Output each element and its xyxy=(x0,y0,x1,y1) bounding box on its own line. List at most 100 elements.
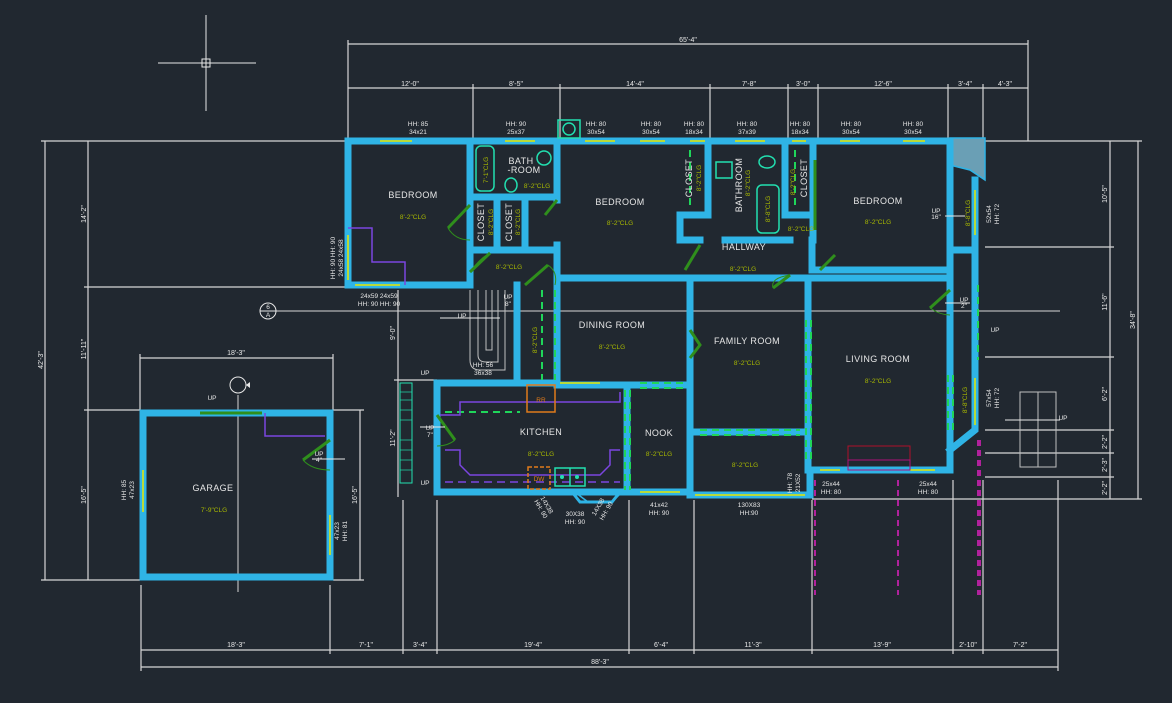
up-label: UP xyxy=(420,370,429,377)
window-tag-hh: HH: 80 xyxy=(737,121,758,128)
dimension-right: 10'-5" 11'-6" 6'-2" 2'-2" 2'-3" 2'-2" 34… xyxy=(812,140,1142,500)
dim-right-1: 10'-5" xyxy=(1102,185,1109,203)
room-bath-2: -ROOM xyxy=(508,165,541,175)
room-living: LIVING ROOM xyxy=(846,354,910,364)
dim-bottom-2: 7'-1" xyxy=(359,642,373,649)
dim-top-4: 7'-8" xyxy=(742,81,756,88)
windows xyxy=(347,140,976,496)
refrigerator-icon xyxy=(526,384,556,413)
window-tag-size: 57x54 xyxy=(986,389,993,407)
dim-right-3: 6'-2" xyxy=(1102,387,1109,401)
room-dining: DINING ROOM xyxy=(579,320,645,330)
room-kitchen: KITCHEN xyxy=(520,427,562,437)
window-tag-hh: HH: 85 xyxy=(121,480,128,501)
window-tag-hh: HH: 81 xyxy=(342,521,349,542)
dim-garage-depth: 16'-5" xyxy=(352,486,359,504)
dimension-top: 65'-4" 12'-0" 8'-5" 14'-4" 7'-8" 3'-0" 1… xyxy=(347,37,1029,141)
dim-bottom-1: 18'-3" xyxy=(227,642,245,649)
dim-right-4: 2'-2" xyxy=(1102,435,1109,449)
up-label: UP xyxy=(503,294,512,301)
window-tag-size: 30x54 xyxy=(642,129,660,136)
window-tag-size: 25x44 xyxy=(919,481,937,488)
elevation-marker-icon[interactable] xyxy=(229,376,250,394)
window-tag-line1: HH: 90 HH: 90 xyxy=(330,236,337,279)
window-tag-hh: HH: 90 xyxy=(565,519,586,526)
section-marker-icon[interactable]: 6 A xyxy=(259,302,277,320)
fireplace-hearth xyxy=(847,445,911,471)
rise-label: 2" xyxy=(961,303,968,310)
dim-bottom-overall: 88'-3" xyxy=(591,659,609,666)
dim-bottom-4: 19'-4" xyxy=(524,642,542,649)
dim-top-2: 8'-5" xyxy=(509,81,523,88)
section-marker-top: 6 xyxy=(266,304,270,311)
dim-left-3: 16'-5" xyxy=(81,486,88,504)
kitchen-counters: RR DW xyxy=(348,227,622,504)
rise-label: 4" xyxy=(316,457,323,464)
dim-left-1: 14'-2" xyxy=(81,205,88,223)
dim-stair-lower: 11'-2" xyxy=(390,429,397,447)
window-tag-hh: HH: 80 xyxy=(684,121,705,128)
dim-top-5: 3'-0" xyxy=(796,81,810,88)
window-tag-size: 30X38 xyxy=(566,511,585,518)
window-tag-size: 30x54 xyxy=(904,129,922,136)
window-tag-size: 18x34 xyxy=(685,129,703,136)
crosshair-cursor-icon xyxy=(158,15,256,111)
clg-bath-tub: 7'-1"CLG xyxy=(483,157,490,183)
window-tag-hh: HH: 80 xyxy=(903,121,924,128)
dim-bottom-3: 3'-4" xyxy=(413,642,427,649)
clg-bathroom-tub: 8'-8"CLG xyxy=(765,196,772,222)
clg-family: 8'-2"CLG xyxy=(734,360,760,367)
window-tag-size: 30x54 xyxy=(587,129,605,136)
window-tag-size: 47x23 xyxy=(334,522,341,540)
up-label: UP xyxy=(931,208,940,215)
window-tag-hh: HH: 90 xyxy=(506,121,527,128)
window-tag-hh: HH: 78 xyxy=(787,473,794,494)
stairs xyxy=(399,290,1057,484)
garage-walls xyxy=(139,409,334,581)
bathtub-icon xyxy=(756,184,780,234)
up-label: UP xyxy=(425,425,434,432)
window-tag-hh: HH: 80 xyxy=(641,121,662,128)
dim-bottom-6: 11'-3" xyxy=(744,642,762,649)
window-tag-size: 25x44 xyxy=(822,481,840,488)
clg-closet-4: 8'-2"CLG xyxy=(790,169,797,195)
toilet-icon xyxy=(758,155,776,169)
up-label: UP xyxy=(420,480,429,487)
room-closet-4: CLOSET xyxy=(799,159,809,198)
rise-label: 8" xyxy=(505,301,512,308)
dim-top-1: 12'-0" xyxy=(401,81,419,88)
water-heater-icon xyxy=(557,119,581,139)
room-labels: BEDROOM 8'-2"CLG BATH -ROOM 8'-2"CLG 7'-… xyxy=(193,156,972,514)
bathtub-icon xyxy=(475,145,495,192)
sink-icon xyxy=(715,161,733,179)
dishwasher-label: DW xyxy=(534,476,546,483)
room-closet-2: CLOSET xyxy=(504,203,514,242)
room-family: FAMILY ROOM xyxy=(714,336,780,346)
dim-right-overall: 34'-8" xyxy=(1130,311,1137,329)
dim-right-5: 2'-3" xyxy=(1102,458,1109,472)
room-bedroom-1: BEDROOM xyxy=(388,190,437,200)
dim-garage-width: 18'-3" xyxy=(227,350,245,357)
toilet-icon xyxy=(504,177,518,193)
dim-right-6: 2'-2" xyxy=(1102,481,1109,495)
clg-bathroom: 8'-2"CLG xyxy=(745,170,752,196)
clg-bedroom-3: 8'-2"CLG xyxy=(865,219,891,226)
dim-stair-upper: 9'-0" xyxy=(390,326,397,340)
window-tag-size: 52x54 xyxy=(986,205,993,223)
dimension-left: 42'-3" 14'-2" 11'-11" 16'-5" xyxy=(38,140,348,581)
clg-bedroom-2: 8'-2"CLG xyxy=(607,220,633,227)
dimension-bottom: 18'-3" 7'-1" 3'-4" 19'-4" 6'-4" 11'-3" 1… xyxy=(140,480,1059,671)
up-label: UP xyxy=(207,395,216,402)
room-bath-1: BATH xyxy=(509,156,534,166)
dim-right-2: 11'-6" xyxy=(1102,293,1109,311)
stair-up-labels: UP 8" UP UP UP 7" UP UP 4" UP UP 16" UP … xyxy=(207,208,1067,487)
room-closet-1: CLOSET xyxy=(476,203,486,242)
bathroom-fixtures xyxy=(475,119,780,234)
room-closet-3: CLOSET xyxy=(684,159,694,198)
dim-top-3: 14'-4" xyxy=(626,81,644,88)
window-tag-line2: HH: 90 HH: 90 xyxy=(358,301,401,308)
clg-hall-1: 8'-2"CLG xyxy=(496,264,522,271)
dim-top-8: 4'-3" xyxy=(998,81,1012,88)
dim-top-6: 12'-6" xyxy=(874,81,892,88)
